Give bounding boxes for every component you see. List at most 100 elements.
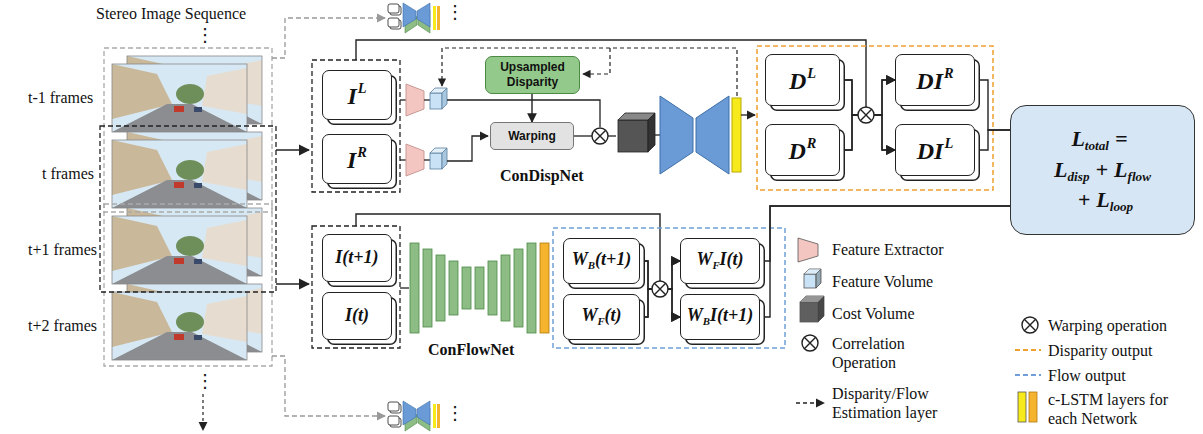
text-line: DIL — [917, 136, 953, 164]
wire — [655, 134, 660, 135]
feature-volume — [430, 93, 442, 109]
warped-image-box: WBI(t+1) — [680, 294, 760, 340]
node-text: D — [789, 138, 806, 164]
text-group: I(t) — [345, 306, 369, 326]
node-text: DI — [916, 68, 943, 94]
image-input-box: I(t+1) — [322, 234, 392, 282]
node-text: D — [789, 68, 806, 94]
sequence-arrow — [202, 394, 203, 430]
operator-circle — [592, 128, 608, 144]
text-line: I(t+1) — [335, 248, 378, 268]
feature-volume — [442, 88, 447, 109]
frame-label: t-1 frames — [28, 88, 93, 107]
connector — [840, 80, 895, 150]
encoder — [660, 96, 693, 174]
text-group: Warping — [508, 129, 556, 143]
disparity-box: DL — [765, 54, 840, 106]
frame-label: t+1 frames — [28, 240, 97, 259]
ellipsis: ⋮ — [446, 3, 464, 21]
legend-correlation-symbol — [802, 335, 818, 351]
input-arrow — [276, 283, 309, 285]
stereo-photo — [112, 140, 247, 208]
text-group: DL — [789, 66, 816, 94]
node-text: disp — [1068, 169, 1090, 184]
warping-symbol — [858, 107, 874, 123]
node-text: I(t+1) — [710, 305, 753, 325]
image-input-box: IL — [322, 70, 392, 120]
legend-text: Feature Volume — [832, 272, 933, 291]
text-group: DR — [789, 136, 817, 164]
text-group: WF(t) — [581, 306, 621, 327]
node-text: (t+1) — [595, 249, 631, 269]
legend-text: Disparity/Flow Estimation layer — [832, 384, 950, 422]
flow-layer — [436, 255, 445, 321]
node-text: B — [588, 259, 595, 271]
flow-layer — [527, 243, 536, 333]
estimation-wire — [583, 48, 610, 74]
input-group-box — [312, 60, 400, 192]
grey-arrow — [272, 356, 385, 416]
node-text: I(t+1) — [335, 247, 378, 267]
node-text: + — [1078, 187, 1091, 212]
flow-output-box — [553, 228, 785, 348]
legend-text: Feature Extractor — [832, 240, 944, 259]
text-group: WB(t+1) — [572, 250, 631, 271]
upsample-box: Upsampled Disparity — [485, 56, 580, 94]
text-line: DR — [789, 136, 817, 164]
node-text: L — [1114, 157, 1127, 182]
frame-label: t+2 frames — [28, 316, 97, 335]
text-line: IL — [347, 81, 366, 109]
node-text: loop — [1110, 199, 1133, 214]
flow-layer — [423, 249, 432, 327]
text-line: Upsampled Disparity — [491, 60, 574, 90]
node-text: R — [357, 144, 367, 160]
wire — [400, 99, 406, 100]
flow-layer — [514, 249, 523, 327]
grey-arrow — [272, 18, 385, 58]
input-arrow — [276, 149, 309, 151]
text-line: Ltotal= — [1054, 124, 1151, 155]
legend-text: c-LSTM layers for each Network — [1048, 390, 1188, 428]
node-text: W — [581, 305, 597, 325]
ellipsis: ⋮ — [196, 372, 214, 390]
legend-text: Disparity output — [1048, 341, 1152, 360]
wire — [741, 114, 755, 115]
operator-cross — [804, 337, 815, 348]
text-group: WBI(t+1) — [687, 306, 753, 327]
text-group: Ltotal=Ldisp+Lflow+Lloop — [1054, 124, 1151, 216]
feature-volume — [430, 153, 442, 169]
stereo-photo — [112, 216, 247, 284]
legend-text: Correlation Operation — [832, 334, 932, 372]
connector — [760, 206, 1010, 317]
wire — [447, 136, 488, 161]
legend-flow-line — [1015, 374, 1041, 376]
swatch-shape — [798, 238, 818, 262]
stereo-photo — [112, 64, 247, 132]
node-text: F — [712, 259, 719, 271]
node-text: (t) — [605, 305, 622, 325]
operator-cross — [1024, 319, 1035, 330]
flow-layer — [501, 255, 510, 321]
flow-layer — [475, 267, 484, 309]
node-text: F — [597, 315, 604, 327]
node-text: L — [807, 65, 816, 81]
node-text: R — [944, 65, 954, 81]
text-line: +Lloop — [1054, 185, 1151, 216]
legend-text: Cost Volume — [832, 304, 915, 323]
operator-circle — [858, 107, 874, 123]
node-text: I(t) — [345, 305, 369, 325]
legend-swatch — [800, 296, 824, 322]
text-line: WBI(t+1) — [687, 306, 753, 327]
wire — [608, 135, 616, 136]
node-text: L — [944, 135, 953, 151]
flow-box: WB(t+1) — [563, 238, 640, 284]
flow-layer — [449, 261, 458, 315]
mini-network — [388, 3, 440, 33]
ellipsis: ⋮ — [196, 26, 214, 44]
swatch-shade — [816, 269, 821, 288]
lstm-layer — [732, 98, 741, 172]
warping-box: Warping — [490, 122, 574, 150]
legend-swatch — [804, 269, 821, 288]
flow-layer — [462, 267, 471, 309]
